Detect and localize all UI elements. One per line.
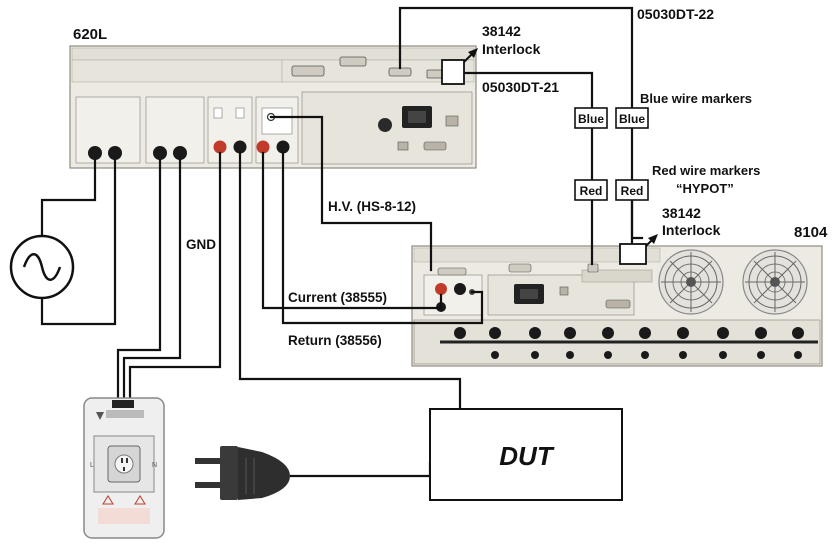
blue-marker-tag-left <box>574 107 608 129</box>
instrument-620l <box>69 45 477 169</box>
hv-label: H.V. (HS-8-12) <box>328 199 416 214</box>
model-620l: 620L <box>73 26 107 43</box>
red-marker-tag-left-text: Red <box>580 184 603 198</box>
blue-marker-tag-right <box>615 107 649 129</box>
interlock-part-lower: 38142 <box>662 205 701 221</box>
outlet-adapter: L N <box>83 397 165 539</box>
wire-ac-source-2 <box>40 158 117 326</box>
red-marker-tag-right-text: Red <box>621 184 644 198</box>
current-label: Current (38555) <box>288 290 387 305</box>
wire-05030dt-22-branch <box>630 198 644 240</box>
instrument-8104 <box>411 245 823 367</box>
wire-output-2 <box>122 158 182 406</box>
red-wire-markers-hypot: “HYPOT” <box>676 181 734 196</box>
interlock-word-lower: Interlock <box>662 222 721 238</box>
wire-to-dut <box>238 151 462 411</box>
svg-text:N: N <box>152 462 157 469</box>
dut-box <box>429 408 623 501</box>
cable-05030dt-21: 05030DT-21 <box>482 79 559 95</box>
interlock-part-upper: 38142 <box>482 23 521 39</box>
fan-left <box>658 249 724 315</box>
wire-ac-source-1 <box>40 158 97 238</box>
wire-hv <box>269 115 433 272</box>
svg-text:L: L <box>90 462 94 469</box>
blue-marker-tag-left-text: Blue <box>578 112 604 126</box>
wire-gnd <box>128 151 222 406</box>
wire-output-1 <box>116 158 162 406</box>
wire-current <box>261 151 443 310</box>
interlock-plug-lower <box>619 243 647 265</box>
dut-label: DUT <box>499 441 555 471</box>
cable-05030dt-22: 05030DT-22 <box>637 6 714 22</box>
blue-marker-tag-right-text: Blue <box>619 112 645 126</box>
model-8104: 8104 <box>794 224 828 241</box>
red-marker-tag-left <box>574 179 608 201</box>
power-plug <box>195 446 432 500</box>
fan-right <box>742 249 808 315</box>
red-marker-tag-right <box>615 179 649 201</box>
red-wire-markers-label: Red wire markers <box>652 163 760 178</box>
interlock-plug-upper <box>441 59 465 85</box>
blue-wire-markers-label: Blue wire markers <box>640 91 752 106</box>
interlock-word-upper: Interlock <box>482 41 541 57</box>
gnd-label: GND <box>186 237 216 252</box>
ac-source-symbol <box>9 234 75 300</box>
return-label: Return (38556) <box>288 333 382 348</box>
wire-return <box>281 151 484 325</box>
